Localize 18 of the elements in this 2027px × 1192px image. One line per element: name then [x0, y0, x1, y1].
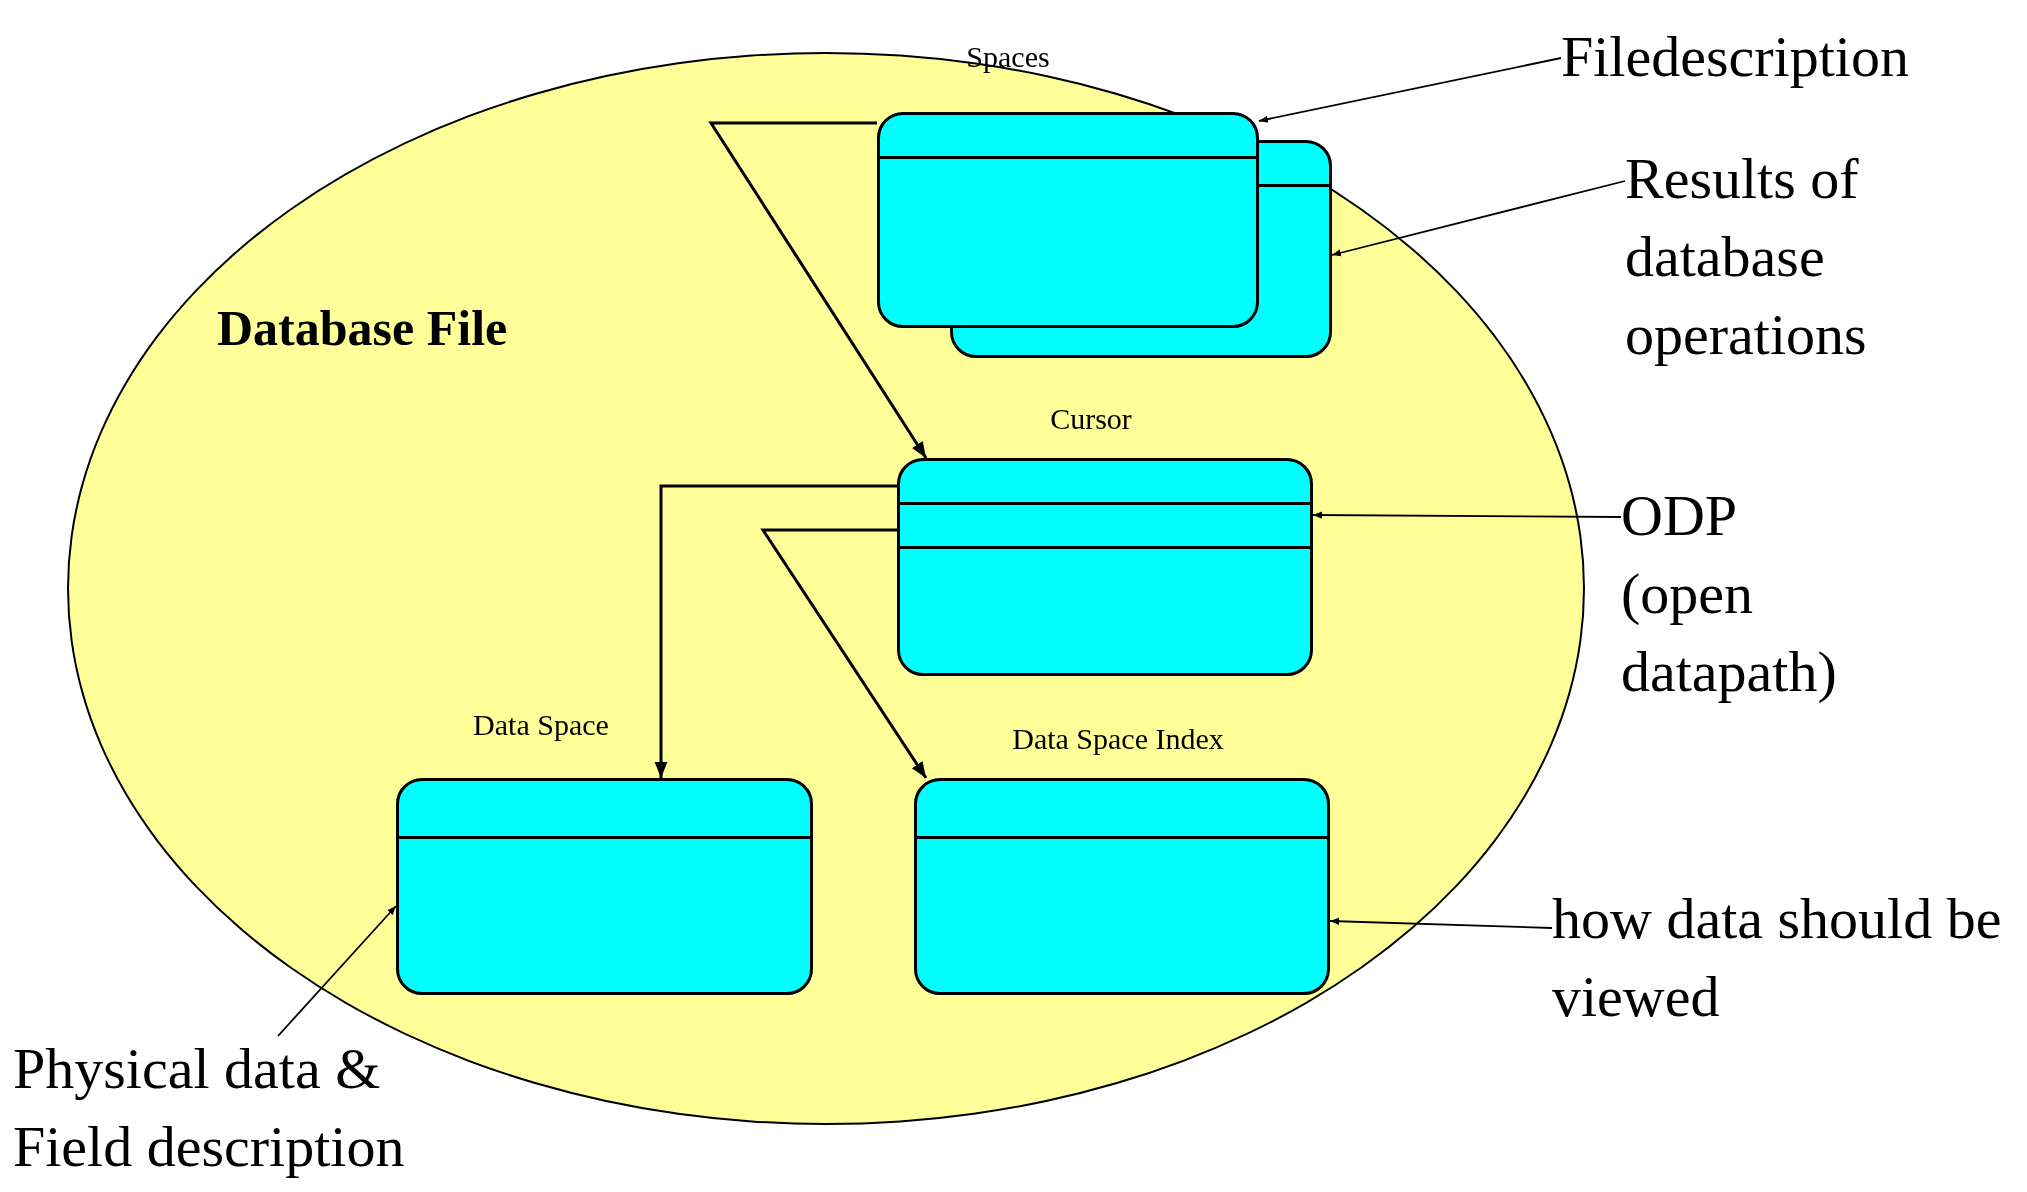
- arrow: [654, 484, 897, 778]
- arrow: [277, 905, 397, 1037]
- box-title: Cursor: [1050, 402, 1132, 436]
- box-title: Data Space Index: [1012, 722, 1224, 756]
- annotation-text: Physical data & Field description: [13, 1030, 493, 1186]
- arrow: [1331, 180, 1626, 257]
- box-title: Spaces: [966, 40, 1050, 74]
- annotation-text: ODP (open datapath): [1621, 477, 1881, 711]
- arrow: [708, 121, 928, 459]
- annotation-text: Filedescription: [1561, 18, 1991, 96]
- arrow: [1329, 917, 1553, 929]
- box-title: Data Space: [473, 708, 609, 742]
- annotation-text: Results of database operations: [1625, 140, 1965, 374]
- arrow: [1312, 511, 1622, 519]
- arrow: [1258, 57, 1562, 123]
- region-title: Database File: [217, 299, 508, 357]
- annotation-text: how data should be viewed: [1552, 880, 2002, 1036]
- arrow: [760, 528, 928, 779]
